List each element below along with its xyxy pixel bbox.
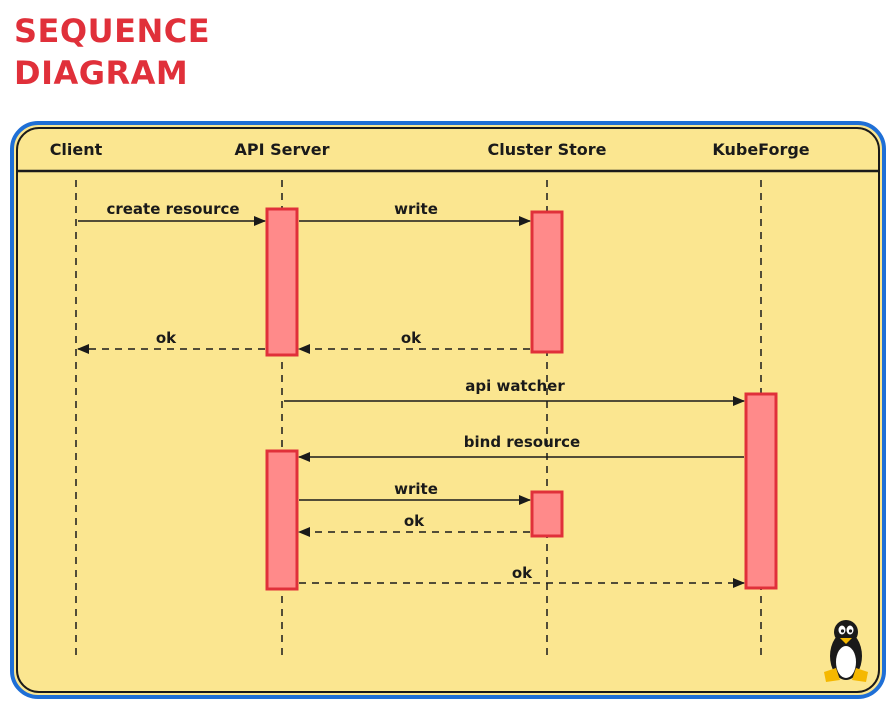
message-label-1: create resource bbox=[106, 200, 239, 218]
message-label-5: api watcher bbox=[465, 377, 565, 395]
participant-cluster-store: Cluster Store bbox=[487, 140, 606, 159]
title-line-2: DIAGRAM bbox=[14, 54, 189, 92]
message-label-9: ok bbox=[512, 564, 533, 582]
diagram-frame bbox=[10, 121, 886, 699]
message-label-8: ok bbox=[404, 512, 425, 530]
message-label-7: write bbox=[394, 480, 438, 498]
activation-api-server-2 bbox=[265, 449, 299, 591]
diagram-frame-inner bbox=[16, 127, 880, 693]
penguin-icon bbox=[824, 620, 868, 682]
participant-kubeforge: KubeForge bbox=[712, 140, 809, 159]
message-label-6: bind resource bbox=[464, 433, 580, 451]
activation-kubeforge-1 bbox=[744, 392, 778, 590]
message-label-3: ok bbox=[156, 329, 177, 347]
activation-api-server-1 bbox=[265, 207, 299, 357]
participant-api-server: API Server bbox=[234, 140, 329, 159]
diagram-title: SEQUENCE DIAGRAM bbox=[14, 10, 210, 94]
activation-cluster-store-2 bbox=[530, 490, 564, 538]
activation-cluster-store-1 bbox=[530, 210, 564, 354]
message-label-4: ok bbox=[401, 329, 422, 347]
title-line-1: SEQUENCE bbox=[14, 12, 211, 50]
participant-client: Client bbox=[50, 140, 103, 159]
message-label-2: write bbox=[394, 200, 438, 218]
